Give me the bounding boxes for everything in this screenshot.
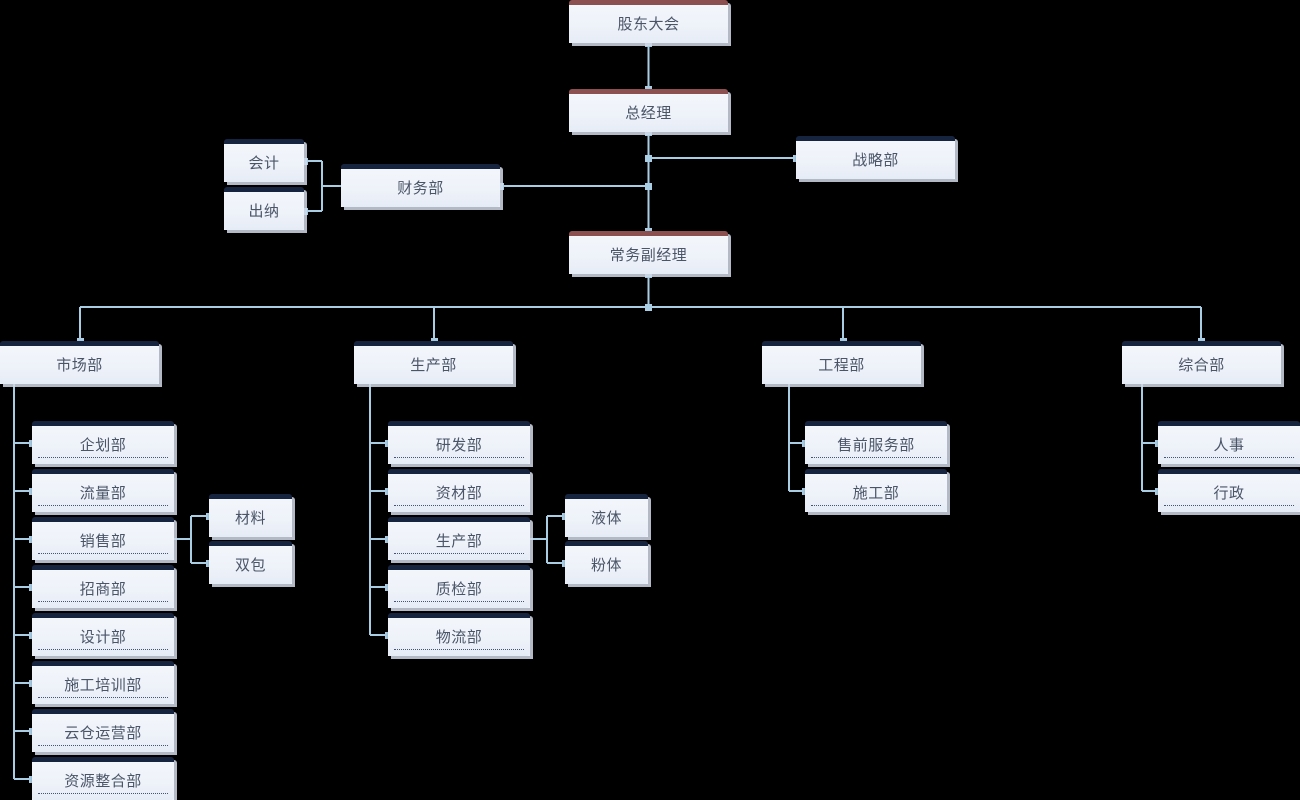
junction-dot — [301, 158, 308, 165]
node-label: 设计部 — [79, 627, 127, 646]
node-rnd[interactable]: 研发部 — [388, 421, 530, 464]
node-label: 财务部 — [397, 178, 444, 197]
node-liquid[interactable]: 液体 — [565, 494, 648, 537]
node-label: 市场部 — [56, 355, 103, 374]
node-label: 液体 — [590, 508, 622, 527]
node-label: 云仓运营部 — [64, 723, 142, 742]
node-label: 施工培训部 — [64, 675, 142, 694]
node-label: 出纳 — [248, 201, 280, 220]
node-accounting[interactable]: 会计 — [224, 139, 304, 182]
node-label: 研发部 — [435, 435, 483, 454]
node-construction[interactable]: 施工部 — [805, 469, 947, 512]
junction-dot — [645, 155, 652, 162]
node-hr[interactable]: 人事 — [1158, 421, 1300, 464]
node-general-manager[interactable]: 总经理 — [569, 89, 728, 132]
node-label: 战略部 — [852, 150, 899, 169]
node-label: 总经理 — [625, 103, 672, 122]
node-label: 售前服务部 — [837, 435, 915, 454]
node-label: 生产部 — [435, 531, 483, 550]
node-label: 物流部 — [435, 627, 483, 646]
node-cashier[interactable]: 出纳 — [224, 187, 304, 230]
node-logistics[interactable]: 物流部 — [388, 613, 530, 656]
node-production-dept[interactable]: 生产部 — [354, 341, 513, 384]
node-label: 资源整合部 — [64, 771, 142, 790]
node-label: 人事 — [1213, 435, 1245, 454]
junction-dot — [645, 40, 652, 47]
node-finance-dept[interactable]: 财务部 — [341, 164, 500, 207]
node-strategy-dept[interactable]: 战略部 — [796, 136, 955, 179]
node-cloud-warehouse[interactable]: 云仓运营部 — [32, 709, 174, 752]
node-admin[interactable]: 行政 — [1158, 469, 1300, 512]
node-label: 会计 — [248, 153, 280, 172]
node-label: 施工部 — [852, 483, 900, 502]
node-label: 工程部 — [818, 355, 865, 374]
node-label: 综合部 — [1178, 355, 1225, 374]
node-label: 常务副经理 — [609, 245, 688, 264]
node-label: 行政 — [1213, 483, 1245, 502]
node-quality[interactable]: 质检部 — [388, 565, 530, 608]
node-label: 材料 — [234, 508, 266, 527]
node-label: 销售部 — [79, 531, 127, 550]
node-label: 流量部 — [79, 483, 127, 502]
node-label: 生产部 — [410, 355, 457, 374]
node-planning[interactable]: 企划部 — [32, 421, 174, 464]
node-traffic[interactable]: 流量部 — [32, 469, 174, 512]
node-investment[interactable]: 招商部 — [32, 565, 174, 608]
node-material[interactable]: 材料 — [209, 494, 292, 537]
node-construction-training[interactable]: 施工培训部 — [32, 661, 174, 704]
node-label: 招商部 — [79, 579, 127, 598]
node-deputy-manager[interactable]: 常务副经理 — [569, 231, 728, 274]
node-engineering-dept[interactable]: 工程部 — [762, 341, 921, 384]
junction-dot — [497, 183, 504, 190]
node-production-sub[interactable]: 生产部 — [388, 517, 530, 560]
junction-dot — [301, 208, 308, 215]
node-double-pack[interactable]: 双包 — [209, 541, 292, 584]
node-label: 粉体 — [590, 555, 622, 574]
junction-dot — [645, 304, 652, 311]
node-market-dept[interactable]: 市场部 — [0, 341, 159, 384]
node-design[interactable]: 设计部 — [32, 613, 174, 656]
node-presales[interactable]: 售前服务部 — [805, 421, 947, 464]
node-sales[interactable]: 销售部 — [32, 517, 174, 560]
node-general-affairs-dept[interactable]: 综合部 — [1122, 341, 1281, 384]
junction-dot — [645, 271, 652, 278]
node-materials-dept[interactable]: 资材部 — [388, 469, 530, 512]
node-label: 资材部 — [435, 483, 483, 502]
node-powder[interactable]: 粉体 — [565, 541, 648, 584]
junction-dot — [645, 183, 652, 190]
node-shareholders[interactable]: 股东大会 — [569, 0, 728, 43]
node-label: 股东大会 — [617, 14, 680, 33]
node-label: 双包 — [234, 555, 266, 574]
junction-dot — [645, 129, 652, 136]
node-label: 企划部 — [79, 435, 127, 454]
node-label: 质检部 — [435, 579, 483, 598]
node-resource-integration[interactable]: 资源整合部 — [32, 757, 174, 800]
